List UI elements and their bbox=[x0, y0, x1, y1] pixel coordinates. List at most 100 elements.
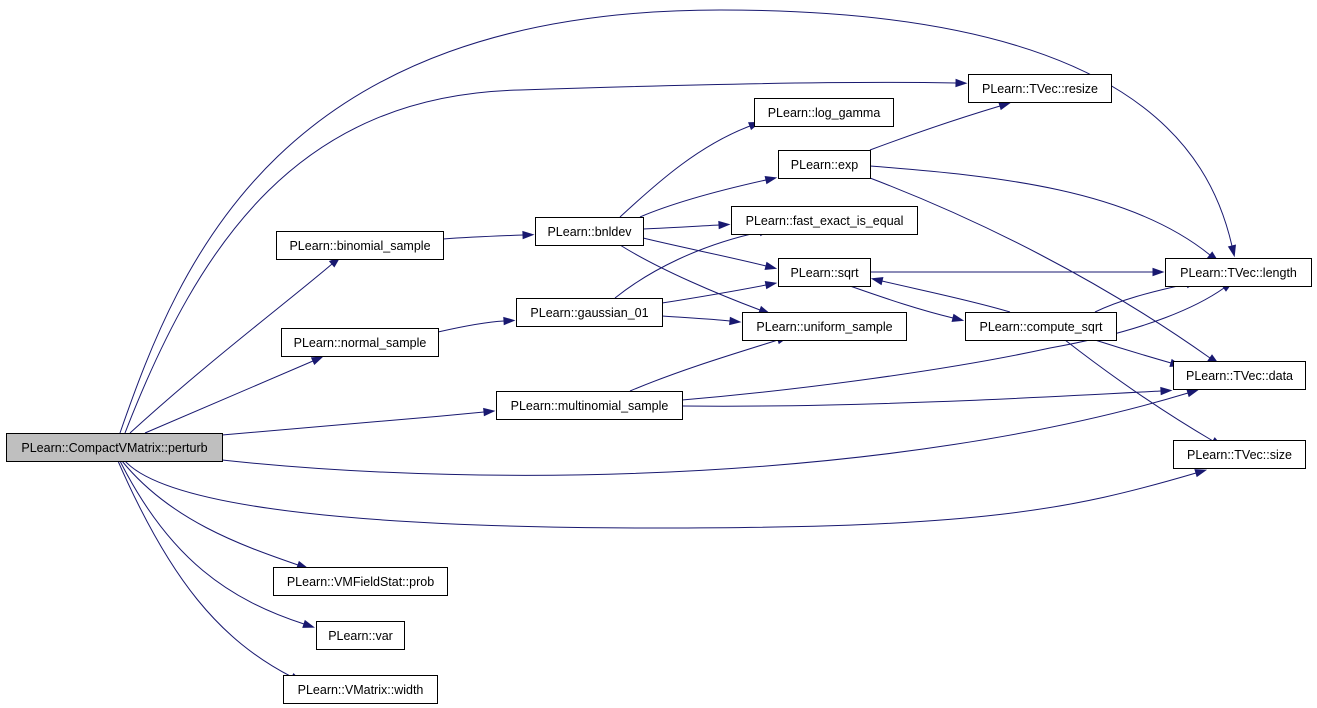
edge-binomial-sample-to-bnldev bbox=[442, 230, 535, 240]
arrowhead-icon bbox=[764, 261, 778, 270]
edge-multinomial-sample-to-uniform-sample bbox=[629, 336, 789, 392]
edge-compute-sqrt-to-sqrt bbox=[870, 277, 1011, 313]
node-label: PLearn::log_gamma bbox=[768, 106, 881, 120]
node-uniform-sample[interactable]: PLearn::uniform_sample bbox=[742, 312, 907, 341]
arrowhead-icon bbox=[522, 230, 535, 240]
node-label: PLearn::multinomial_sample bbox=[511, 399, 669, 413]
arrowhead-icon bbox=[302, 619, 315, 628]
edge-compute-sqrt-to-size bbox=[1064, 339, 1223, 447]
arrowhead-icon bbox=[1152, 267, 1165, 277]
node-label: PLearn::TVec::size bbox=[1187, 448, 1292, 462]
edge-line bbox=[681, 287, 1225, 401]
node-box bbox=[1173, 361, 1306, 390]
node-label: PLearn::normal_sample bbox=[294, 336, 427, 350]
edge-compute-sqrt-to-data bbox=[1094, 339, 1183, 367]
edge-line bbox=[661, 315, 731, 322]
arrowhead-icon bbox=[1194, 469, 1208, 478]
arrowhead-icon bbox=[1160, 386, 1173, 396]
edge-multinomial-sample-to-data bbox=[681, 386, 1173, 407]
node-prob[interactable]: PLearn::VMFieldStat::prob bbox=[273, 567, 448, 596]
arrowhead-icon bbox=[951, 313, 965, 322]
node-box bbox=[273, 567, 448, 596]
arrowhead-icon bbox=[310, 356, 324, 366]
node-label: PLearn::uniform_sample bbox=[756, 320, 892, 334]
node-box bbox=[1165, 258, 1312, 287]
node-label: PLearn::TVec::data bbox=[1186, 369, 1293, 383]
node-box bbox=[778, 150, 871, 179]
edge-line bbox=[119, 9, 1233, 434]
edge-bnldev-to-exp bbox=[639, 176, 778, 218]
node-compute-sqrt[interactable]: PLearn::compute_sqrt bbox=[965, 312, 1117, 341]
edge-perturb-to-normal-sample bbox=[144, 356, 324, 434]
node-perturb: PLearn::CompactVMatrix::perturb bbox=[6, 433, 223, 462]
node-size[interactable]: PLearn::TVec::size bbox=[1173, 440, 1306, 469]
edge-line bbox=[129, 263, 333, 434]
node-width[interactable]: PLearn::VMatrix::width bbox=[283, 675, 438, 704]
node-label: PLearn::gaussian_01 bbox=[530, 306, 648, 320]
edge-line bbox=[681, 390, 1162, 407]
edge-perturb-to-prob bbox=[121, 460, 309, 569]
edge-line bbox=[869, 177, 1211, 359]
node-box bbox=[535, 217, 644, 246]
edge-line bbox=[661, 284, 767, 304]
node-data[interactable]: PLearn::TVec::data bbox=[1173, 361, 1306, 390]
edge-line bbox=[1094, 283, 1188, 313]
node-bnldev[interactable]: PLearn::bnldev bbox=[535, 217, 644, 246]
edge-bnldev-to-fast-exact-is-equal bbox=[642, 220, 731, 230]
edge-line bbox=[117, 460, 293, 678]
node-label: PLearn::compute_sqrt bbox=[980, 320, 1104, 334]
edge-perturb-to-data bbox=[221, 389, 1200, 476]
edge-bnldev-to-sqrt bbox=[642, 237, 778, 270]
node-box bbox=[6, 433, 223, 462]
node-box bbox=[283, 675, 438, 704]
node-length[interactable]: PLearn::TVec::length bbox=[1165, 258, 1312, 287]
arrowhead-icon bbox=[503, 316, 516, 326]
arrowhead-icon bbox=[1186, 389, 1200, 398]
edge-line bbox=[642, 237, 767, 267]
node-label: PLearn::exp bbox=[791, 158, 858, 172]
node-binomial-sample[interactable]: PLearn::binomial_sample bbox=[276, 231, 444, 260]
edge-line bbox=[119, 460, 305, 625]
node-normal-sample[interactable]: PLearn::normal_sample bbox=[281, 328, 439, 357]
node-box bbox=[276, 231, 444, 260]
node-exp[interactable]: PLearn::exp bbox=[778, 150, 871, 179]
edge-gaussian-01-to-uniform-sample bbox=[661, 315, 742, 326]
edge-perturb-to-size bbox=[124, 460, 1208, 529]
edge-bnldev-to-log-gamma bbox=[619, 121, 761, 218]
node-label: PLearn::binomial_sample bbox=[289, 239, 430, 253]
edge-line bbox=[849, 285, 954, 319]
arrowhead-icon bbox=[483, 407, 496, 417]
node-label: PLearn::sqrt bbox=[790, 266, 859, 280]
arrowhead-icon bbox=[729, 316, 742, 326]
edge-line bbox=[121, 460, 299, 566]
edge-line bbox=[124, 81, 957, 434]
node-box bbox=[754, 98, 894, 127]
edge-normal-sample-to-gaussian-01 bbox=[437, 316, 516, 333]
edge-perturb-to-resize bbox=[124, 78, 968, 434]
edge-line bbox=[124, 460, 1197, 529]
node-box bbox=[516, 298, 663, 327]
edge-line bbox=[619, 244, 761, 311]
edge-line bbox=[639, 179, 767, 218]
node-var[interactable]: PLearn::var bbox=[316, 621, 405, 650]
node-log-gamma[interactable]: PLearn::log_gamma bbox=[754, 98, 894, 127]
edges-layer bbox=[117, 9, 1236, 683]
arrowhead-icon bbox=[870, 277, 884, 286]
node-label: PLearn::TVec::length bbox=[1180, 266, 1297, 280]
node-box bbox=[778, 258, 871, 287]
node-box bbox=[281, 328, 439, 357]
node-multinomial-sample[interactable]: PLearn::multinomial_sample bbox=[496, 391, 683, 420]
edge-line bbox=[1064, 339, 1214, 442]
node-box bbox=[731, 206, 918, 235]
node-fast-exact-is-equal[interactable]: PLearn::fast_exact_is_equal bbox=[731, 206, 918, 235]
arrowhead-icon bbox=[1227, 244, 1236, 258]
edge-line bbox=[869, 165, 1211, 256]
node-sqrt[interactable]: PLearn::sqrt bbox=[778, 258, 871, 287]
node-gaussian-01[interactable]: PLearn::gaussian_01 bbox=[516, 298, 663, 327]
edge-line bbox=[881, 280, 1011, 313]
edge-perturb-to-multinomial-sample bbox=[221, 407, 496, 436]
node-label: PLearn::VMFieldStat::prob bbox=[287, 575, 434, 589]
node-resize[interactable]: PLearn::TVec::resize bbox=[968, 74, 1112, 103]
edge-line bbox=[437, 320, 505, 333]
